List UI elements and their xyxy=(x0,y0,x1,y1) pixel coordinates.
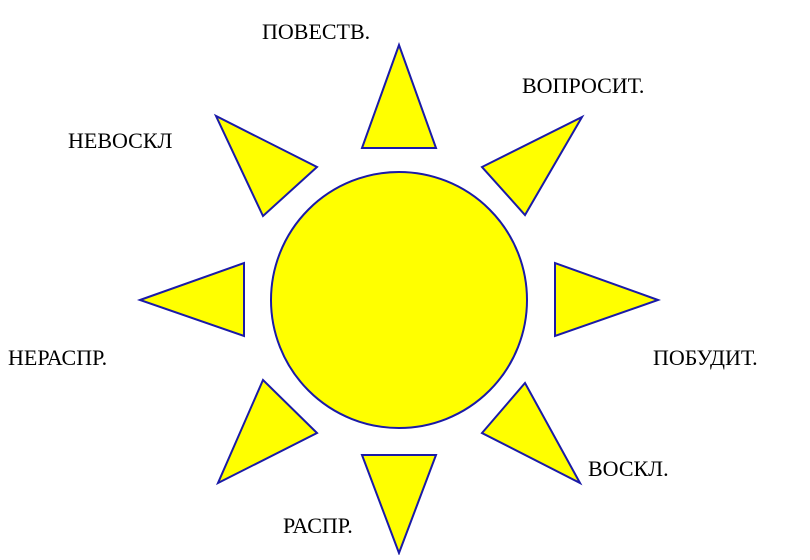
sun-center-circle xyxy=(271,172,527,428)
label-pobudit: ПОБУДИТ. xyxy=(653,345,758,370)
ray-top xyxy=(362,45,436,148)
label-povestv: ПОВЕСТВ. xyxy=(262,19,370,44)
label-neraspr: НЕРАСПР. xyxy=(8,345,107,370)
ray-top-left xyxy=(216,116,317,216)
ray-bottom-right xyxy=(482,383,580,483)
ray-bottom-left xyxy=(218,380,317,483)
label-voprosit: ВОПРОСИТ. xyxy=(522,73,644,98)
label-nevoskl: НЕВОСКЛ xyxy=(68,128,173,153)
ray-right xyxy=(555,263,658,336)
ray-top-right xyxy=(482,117,582,215)
ray-left xyxy=(140,263,244,336)
label-voskl: ВОСКЛ. xyxy=(588,456,669,481)
ray-bottom xyxy=(362,455,436,553)
label-raspr: РАСПР. xyxy=(283,513,353,538)
